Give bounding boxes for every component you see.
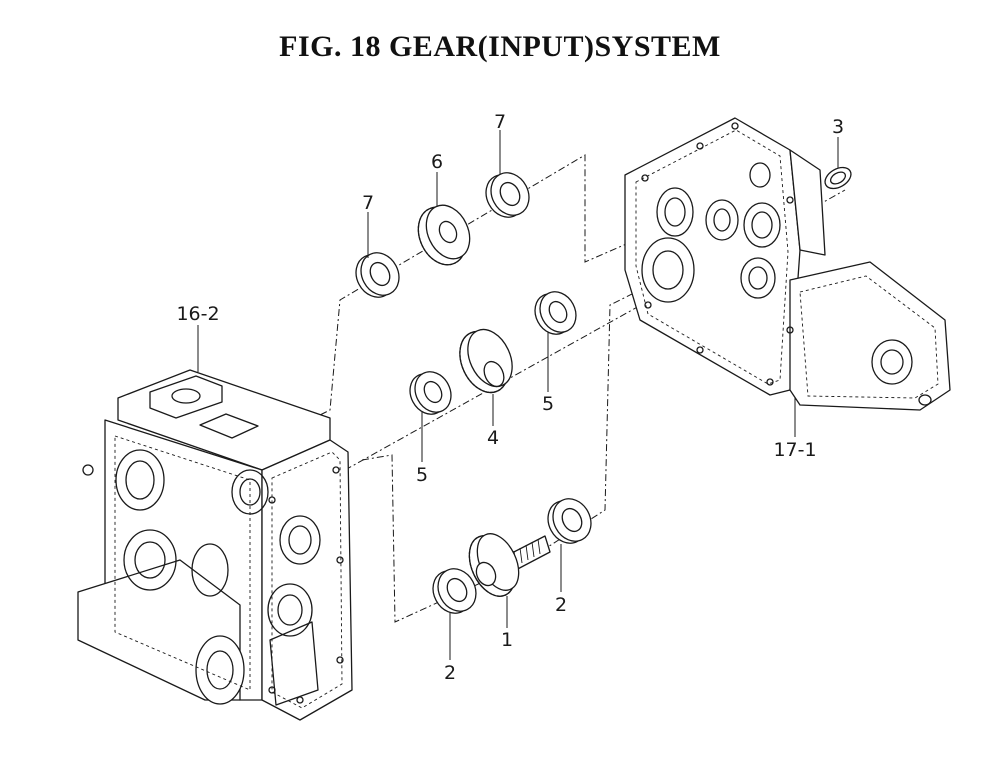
callout-5-right: 5 bbox=[542, 393, 554, 415]
input-shaft-gear-1 bbox=[468, 533, 551, 597]
bearing-7-right bbox=[485, 172, 530, 218]
bearing-5-right bbox=[534, 291, 577, 335]
gear-4 bbox=[459, 328, 513, 394]
callout-16-2: 16-2 bbox=[176, 303, 219, 325]
callout-7-right: 7 bbox=[494, 111, 506, 133]
callout-6: 6 bbox=[431, 151, 443, 173]
callout-5-left: 5 bbox=[416, 464, 428, 486]
figure-title: FIG. 18 GEAR(INPUT)SYSTEM bbox=[279, 30, 721, 63]
callout-17-1: 17-1 bbox=[773, 439, 816, 461]
callout-1: 1 bbox=[501, 629, 513, 651]
oil-seal-3 bbox=[824, 166, 852, 190]
leader-lines bbox=[197, 130, 839, 660]
gear-6 bbox=[417, 204, 471, 266]
bearing-5-left bbox=[409, 371, 452, 415]
callout-2-left: 2 bbox=[444, 662, 456, 684]
housing-16-2 bbox=[77, 369, 353, 721]
callout-labels: 7 6 7 3 5 4 5 16-2 17-1 2 1 2 bbox=[176, 111, 844, 684]
housing-17-1 bbox=[624, 117, 951, 411]
callout-2-right: 2 bbox=[555, 594, 567, 616]
bearing-7-left bbox=[355, 252, 400, 298]
callout-7-left: 7 bbox=[362, 192, 374, 214]
callout-4: 4 bbox=[487, 427, 499, 449]
bearing-2-left bbox=[432, 568, 477, 614]
bearing-2-right bbox=[547, 498, 592, 544]
callout-3: 3 bbox=[832, 116, 844, 138]
